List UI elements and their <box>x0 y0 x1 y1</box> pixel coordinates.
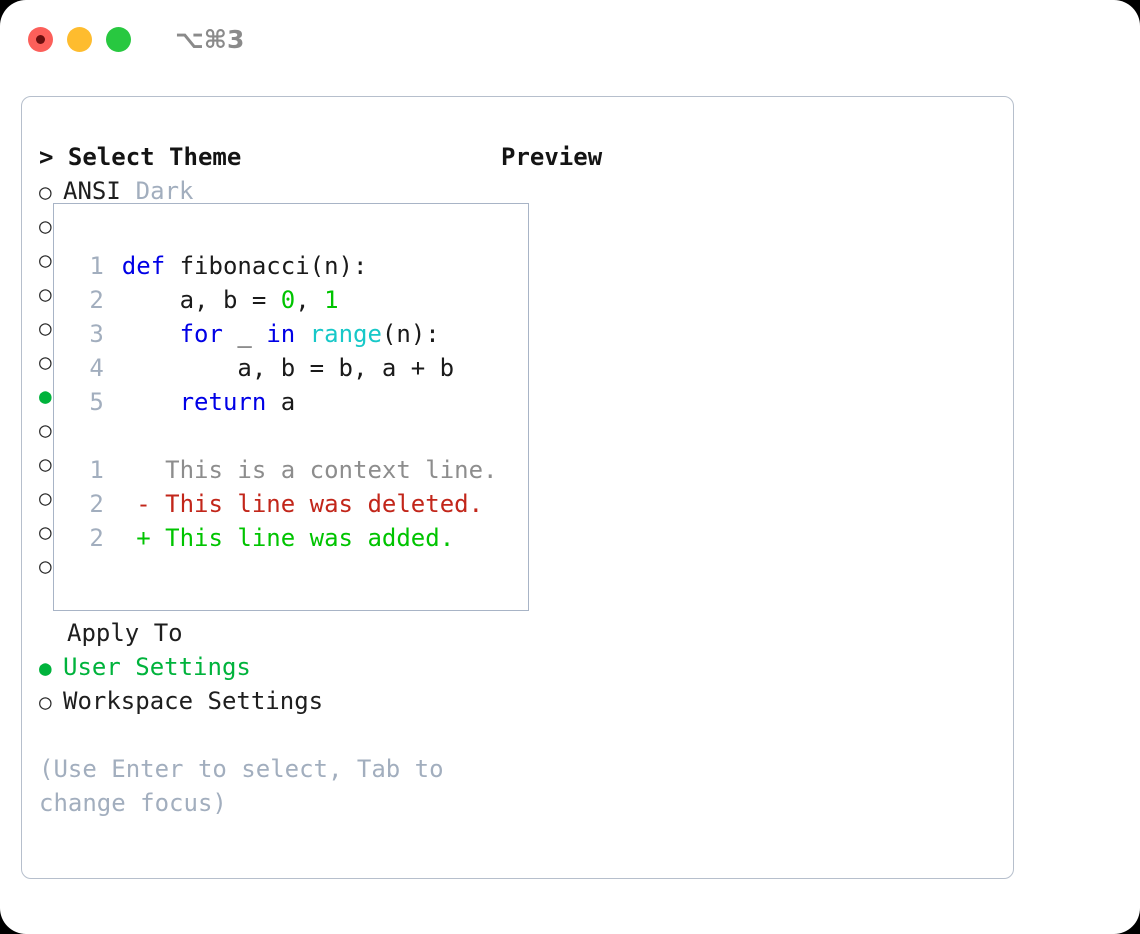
zoom-button[interactable] <box>106 26 131 52</box>
preview-column: Preview <box>501 140 996 174</box>
diff-marker <box>122 456 151 484</box>
radio-unselected-icon: ○ <box>39 520 52 544</box>
line-number: 2 <box>89 490 104 518</box>
apply-to-list[interactable]: ● User Settings ○ Workspace Settings <box>39 650 499 718</box>
theme-label: ANSI <box>63 177 121 205</box>
code-line: 4 a, b = b, a + b <box>75 351 497 385</box>
title-bar: ⌥⌘3 <box>0 0 1140 78</box>
radio-unselected-icon: ○ <box>39 316 52 340</box>
radio-unselected-icon: ○ <box>39 282 52 306</box>
code-token: (n): <box>381 320 440 348</box>
diff-text: This line was deleted. <box>150 490 484 518</box>
theme-item[interactable]: ○ ANSI Dark <box>39 174 499 208</box>
code-token: , <box>295 286 325 314</box>
line-number: 2 <box>89 286 104 314</box>
code-line: 1 def fibonacci(n): <box>75 249 497 283</box>
code-token: for <box>179 320 223 348</box>
code-token: a <box>266 388 296 416</box>
keyboard-shortcut-label: ⌥⌘3 <box>175 24 245 54</box>
code-blank-line <box>75 419 497 453</box>
radio-unselected-icon: ○ <box>39 690 52 714</box>
diff-marker: - <box>121 490 151 518</box>
diff-text: This is a context line. <box>150 456 498 484</box>
diff-marker: + <box>121 524 151 552</box>
code-token: a, b = <box>121 286 281 314</box>
radio-unselected-icon: ○ <box>39 418 52 442</box>
radio-unselected-icon: ○ <box>39 214 52 238</box>
radio-selected-icon: ● <box>39 384 52 408</box>
radio-unselected-icon: ○ <box>39 350 52 374</box>
preview-heading: Preview <box>501 143 603 171</box>
theme-variant-label: Dark <box>135 177 194 205</box>
code-token: 0 <box>280 286 296 314</box>
line-number: 1 <box>89 456 104 484</box>
apply-to-heading: Apply To <box>67 619 183 647</box>
diff-text: This line was added. <box>150 524 455 552</box>
code-token: def <box>121 252 180 280</box>
code-token: range <box>309 320 382 348</box>
code-token: in <box>266 320 296 348</box>
radio-unselected-icon: ○ <box>39 486 52 510</box>
code-token: 1 <box>324 286 339 314</box>
apply-to-label: Workspace Settings <box>63 687 324 715</box>
apply-to-label: User Settings <box>63 653 251 681</box>
select-theme-heading: > Select Theme <box>39 143 242 171</box>
code-token <box>122 388 180 416</box>
line-number: 4 <box>89 354 104 382</box>
line-number: 2 <box>89 524 104 552</box>
radio-unselected-icon: ○ <box>39 248 52 272</box>
line-number: 3 <box>89 320 104 348</box>
radio-unselected-icon: ○ <box>39 452 52 476</box>
keyboard-hint-text: (Use Enter to select, Tab to change focu… <box>39 755 459 817</box>
line-number: 5 <box>89 388 104 416</box>
line-number: 1 <box>89 252 104 280</box>
radio-unselected-icon: ○ <box>39 554 52 578</box>
code-line: 2 a, b = 0, 1 <box>75 283 497 317</box>
window-controls <box>28 26 131 52</box>
code-token: _ <box>222 320 267 348</box>
code-token <box>295 320 309 348</box>
code-token: a, b = b, a + b <box>121 354 455 382</box>
apply-to-item[interactable]: ● User Settings <box>39 650 499 684</box>
apply-to-item[interactable]: ○ Workspace Settings <box>39 684 499 718</box>
diff-line: 2 + This line was added. <box>75 521 497 555</box>
code-token: return <box>179 388 267 416</box>
code-token: fibonacci(n): <box>179 252 368 280</box>
code-line: 5 return a <box>75 385 497 419</box>
code-line: 3 for _ in range(n): <box>75 317 497 351</box>
diff-line: 1 This is a context line. <box>75 453 497 487</box>
diff-line: 2 - This line was deleted. <box>75 487 497 521</box>
radio-selected-icon: ● <box>39 656 52 680</box>
close-button[interactable] <box>28 26 53 52</box>
radio-unselected-icon: ○ <box>39 180 52 204</box>
minimize-button[interactable] <box>67 26 92 52</box>
code-token <box>122 320 180 348</box>
